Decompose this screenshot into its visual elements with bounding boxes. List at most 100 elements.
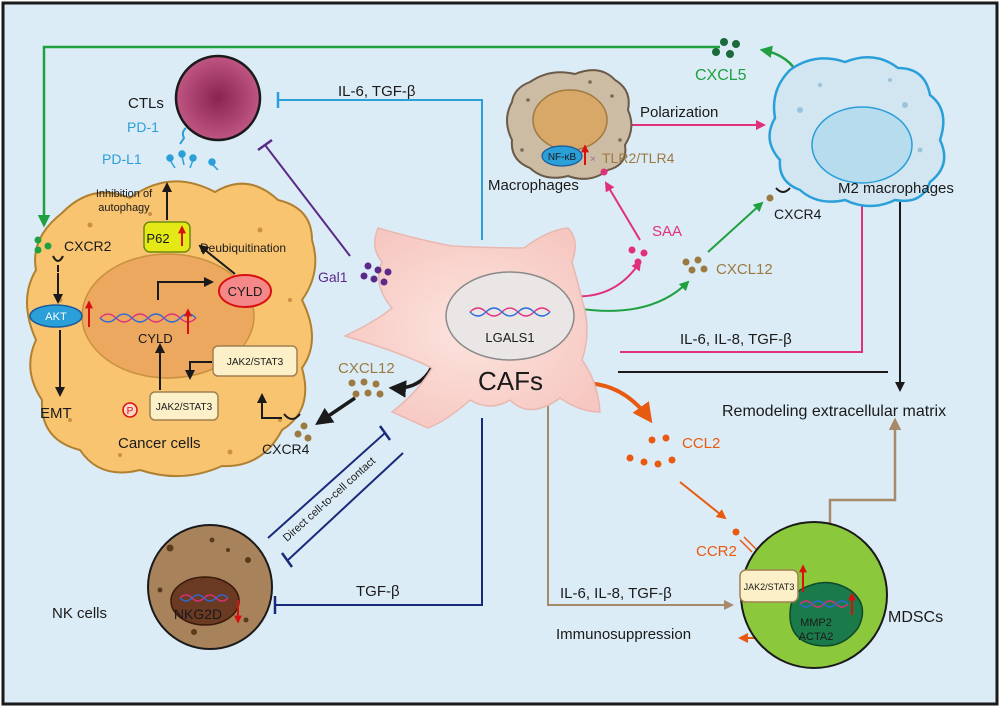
jak-upper-to-lower-arrow xyxy=(185,361,212,380)
jak-mdsc-label: JAK2/STAT3 xyxy=(744,582,795,592)
gal1-inhibit-line xyxy=(264,144,351,257)
nfkb-label: NF-κB xyxy=(548,152,577,163)
caf-secretes-cxcl12-arrow xyxy=(574,280,690,312)
cafs-label: CAFs xyxy=(478,366,543,396)
m2-nucleus xyxy=(811,106,913,184)
emt-label: EMT xyxy=(40,405,72,422)
jak-lower-box xyxy=(149,391,219,421)
ccr2-receptor-line-a xyxy=(739,539,753,553)
mdsc-nucleus xyxy=(789,581,864,647)
deubiquitination-label: Deubiquitination xyxy=(200,241,286,255)
gal1-dots xyxy=(360,262,392,286)
cxcl12-right-label: CXCL12 xyxy=(716,261,773,278)
polarization-label: Polarization xyxy=(640,104,718,121)
tlr-ligand-dot xyxy=(600,168,608,176)
cancer-cells-label: Cancer cells xyxy=(118,435,201,452)
tlr-marker: × xyxy=(590,154,596,165)
cxcr2-label: CXCR2 xyxy=(64,238,112,254)
jak-mdsc-box xyxy=(739,569,799,603)
tlr-label: TLR2/TLR4 xyxy=(602,150,675,166)
cxcl5-to-cxcr2-arrow xyxy=(37,45,720,228)
jak-lower-label: JAK2/STAT3 xyxy=(156,402,213,413)
cancer-cell-speckles xyxy=(57,212,292,457)
cyld-transcription-arrow xyxy=(157,277,214,300)
cxcr4-to-jak-arrow xyxy=(257,393,282,419)
cyld-protein-oval xyxy=(218,274,272,308)
ccr2-ligand-dot xyxy=(732,528,740,536)
direct-contact-bar-b xyxy=(280,552,294,568)
tgfb-label: TGF-β xyxy=(356,583,400,600)
phospho-circle xyxy=(122,402,138,418)
caf-immunosuppression-arrow xyxy=(547,395,734,610)
cxcl5-label: CXCL5 xyxy=(695,67,747,84)
remodeling-label: Remodeling extracellular matrix xyxy=(722,403,946,420)
cyld-oval-label: CYLD xyxy=(228,284,263,299)
pd1-receptor-icon xyxy=(179,127,187,145)
p62-label: P62 xyxy=(146,231,169,246)
direct-contact-bar-a xyxy=(378,425,392,441)
cxcl12-to-cxcr4-arrow xyxy=(707,201,764,253)
ccl2-to-ccr2-arrow xyxy=(679,481,727,520)
cxcr4-right-label: CXCR4 xyxy=(774,206,822,222)
nfkb-oval xyxy=(541,145,583,167)
cxcl12-right-dots xyxy=(682,256,708,274)
il6-tgfb-inhibit-ctl-line xyxy=(278,99,483,240)
m2-label: M2 macrophages xyxy=(838,180,954,197)
cxcr4-left-receptor-icon xyxy=(283,413,301,420)
direct-contact-line-b xyxy=(287,452,404,561)
inhibition-line2: autophagy xyxy=(98,202,150,214)
nk-cells-label: NK cells xyxy=(52,605,107,622)
cxcr4-left-label: CXCR4 xyxy=(262,441,310,457)
ccr2-label: CCR2 xyxy=(696,543,737,560)
cxcl12-to-cxcr4-left-arrow xyxy=(315,396,356,425)
ctls-label: CTLs xyxy=(128,95,164,112)
jak-upper-box xyxy=(212,345,298,377)
cxcr2-receptor-icon xyxy=(52,255,64,262)
il-to-m2-arrow xyxy=(620,195,867,353)
saa-dots xyxy=(628,246,648,266)
cxcl5-dots-at-cxcr2 xyxy=(34,236,52,254)
cxcl5-dots xyxy=(712,38,740,58)
macrophages-label: Macrophages xyxy=(488,177,579,194)
mmp2-label: MMP2 xyxy=(800,617,832,629)
cyld-deubiquitination-arrow xyxy=(198,244,236,275)
pdl1-ligands xyxy=(166,150,219,171)
il-lower-label: IL-6, IL-8, TGF-β xyxy=(560,585,672,602)
ccr2-receptor-line-b xyxy=(743,536,757,550)
cxcl12-at-cxcr4-right xyxy=(766,194,774,202)
direct-contact-line-a xyxy=(267,432,386,539)
nk-speckles xyxy=(157,537,251,635)
cxcr4-right-receptor-icon xyxy=(775,187,791,193)
macrophage-speckles xyxy=(520,80,622,152)
gal1-inhibit-bar xyxy=(257,138,273,152)
acta2-label: ACTA2 xyxy=(799,631,834,643)
gal1-label: Gal1 xyxy=(318,269,348,285)
macrophage-nucleus xyxy=(532,89,608,151)
inhibition-line1: Inhibition of xyxy=(96,188,153,200)
akt-oval xyxy=(29,304,83,328)
immunosuppression-label: Immunosuppression xyxy=(556,626,691,643)
cxcl12-left-label: CXCL12 xyxy=(338,360,395,377)
pd1-label: PD-1 xyxy=(127,119,159,135)
cxcl12-dots-at-cxcr4-left xyxy=(294,422,312,442)
ccl2-dots xyxy=(626,434,676,468)
jak-upper-label: JAK2/STAT3 xyxy=(227,357,284,368)
pdl1-label: PD-L1 xyxy=(102,151,142,167)
saa-to-tlr-arrow xyxy=(604,181,641,241)
mdsc-to-ecm-arrow xyxy=(828,417,902,525)
ccl2-label: CCL2 xyxy=(682,435,720,452)
phospho-label: P xyxy=(127,406,134,417)
il6-tgfb-label: IL-6, TGF-β xyxy=(338,83,416,100)
ctl-cell xyxy=(174,54,262,142)
saa-label: SAA xyxy=(652,223,682,240)
tgfb-inhibit-nk-line xyxy=(275,418,483,606)
nkg2d-dna-strand-b xyxy=(179,594,229,602)
cxcl12-left-dots xyxy=(348,378,384,398)
il-upper-label: IL-6, IL-8, TGF-β xyxy=(680,331,792,348)
akt-label: AKT xyxy=(45,311,67,323)
lgals1-dna-strand-a xyxy=(469,307,551,317)
lgals1-dna-strand-b xyxy=(469,307,551,317)
nkg2d-label: NKG2D xyxy=(174,606,222,622)
m2-speckles xyxy=(797,78,923,153)
